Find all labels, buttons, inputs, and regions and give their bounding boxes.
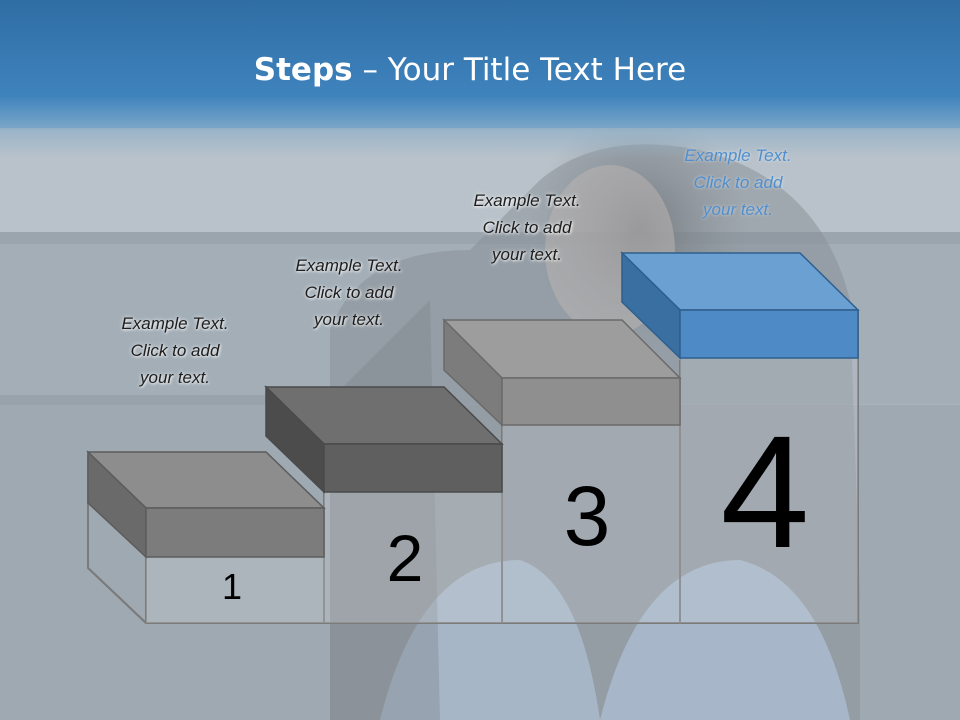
caption-line: Click to add [304,283,394,302]
step-1-number: 1 [221,566,243,607]
step-3-caption[interactable]: Example Text. Click to add your text. [432,187,622,268]
step-4-caption[interactable]: Example Text. Click to add your text. [643,142,833,223]
step-1-riser [146,557,324,623]
step-3-riser [502,425,680,623]
caption-line: Example Text. [473,191,581,210]
caption-line: your text. [492,245,562,264]
step-2-block[interactable] [264,385,504,494]
caption-line: Click to add [693,173,783,192]
step-4-riser [680,358,858,623]
caption-line: Example Text. [684,146,792,165]
caption-line: Click to add [482,218,572,237]
step-4-number: 4 [720,402,810,581]
caption-line: your text. [703,200,773,219]
step-1-caption[interactable]: Example Text. Click to add your text. [80,310,270,391]
step-2-caption[interactable]: Example Text. Click to add your text. [254,252,444,333]
title-bold: Steps [253,52,353,88]
step-3-block[interactable] [442,318,682,427]
caption-line: Example Text. [121,314,229,333]
step-4-block[interactable] [620,251,860,360]
caption-line: your text. [314,310,384,329]
caption-line: Click to add [130,341,220,360]
step-3-number: 3 [563,469,611,563]
title-rest: – Your Title Text Here [352,52,687,88]
step-2-number: 2 [386,521,424,595]
slide-title[interactable]: Steps – Your Title Text Here [0,52,940,88]
step-2-riser [324,492,502,623]
caption-line: your text. [140,368,210,387]
step-1-block[interactable] [86,450,326,559]
caption-line: Example Text. [295,256,403,275]
